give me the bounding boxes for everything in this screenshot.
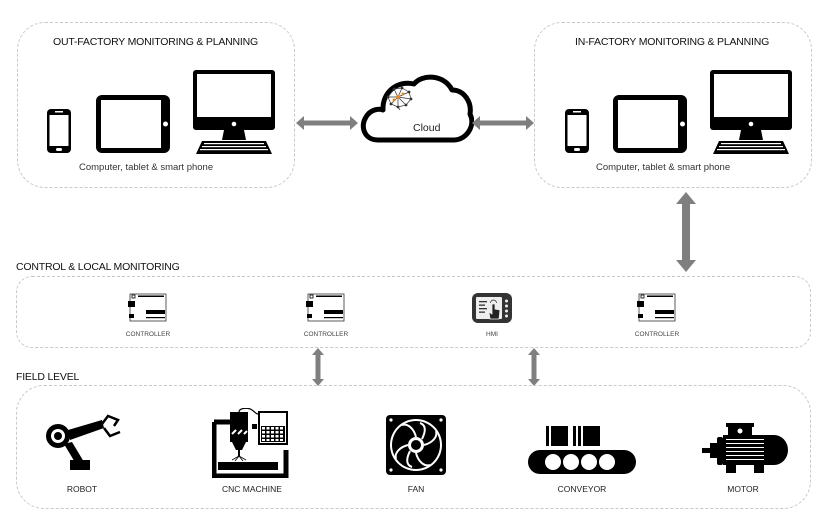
controller-icon (637, 293, 677, 323)
cloud-icon (358, 70, 474, 146)
controller-icon (306, 293, 346, 323)
in-factory-panel (534, 22, 812, 188)
out-factory-panel (17, 22, 295, 188)
bidirectional-arrow-icon (528, 348, 540, 386)
controller-icon (128, 293, 168, 323)
bidirectional-arrow-icon (472, 116, 534, 130)
robot-arm-icon (44, 412, 122, 474)
field-item-label: ROBOT (66, 484, 98, 494)
tablet-icon (95, 94, 171, 154)
field-item-label: MOTOR (727, 484, 759, 494)
cloud-label: Cloud (413, 122, 441, 134)
control-item-label: CONTROLLER (125, 331, 171, 338)
desktop-computer-icon (709, 70, 793, 154)
field-panel (16, 385, 811, 509)
bidirectional-arrow-icon (312, 348, 324, 386)
motor-icon (702, 423, 788, 475)
control-title: CONTROL & LOCAL MONITORING (16, 261, 180, 273)
hmi-touchscreen-icon (471, 292, 513, 326)
out-factory-title: OUT-FACTORY MONITORING & PLANNING (53, 36, 258, 48)
field-item-label: CONVEYOR (557, 484, 607, 494)
field-title: FIELD LEVEL (16, 371, 80, 383)
smartphone-icon (46, 108, 72, 154)
cnc-machine-icon (212, 408, 290, 478)
bidirectional-arrow-icon (296, 116, 358, 130)
control-item-label: CONTROLLER (634, 331, 680, 338)
fan-icon (386, 415, 446, 475)
out-factory-caption: Computer, tablet & smart phone (79, 162, 214, 173)
field-item-label: CNC MACHINE (222, 484, 282, 494)
in-factory-caption: Computer, tablet & smart phone (596, 162, 731, 173)
brain-network-icon (384, 85, 414, 111)
control-item-label: HMI (486, 331, 498, 338)
conveyor-icon (528, 426, 636, 474)
field-item-label: FAN (407, 484, 425, 494)
control-panel (16, 276, 811, 348)
smartphone-icon (564, 108, 590, 154)
bidirectional-arrow-icon (676, 192, 696, 272)
in-factory-title: IN-FACTORY MONITORING & PLANNING (575, 36, 770, 48)
tablet-icon (612, 94, 688, 154)
desktop-computer-icon (192, 70, 276, 154)
control-item-label: CONTROLLER (303, 331, 349, 338)
